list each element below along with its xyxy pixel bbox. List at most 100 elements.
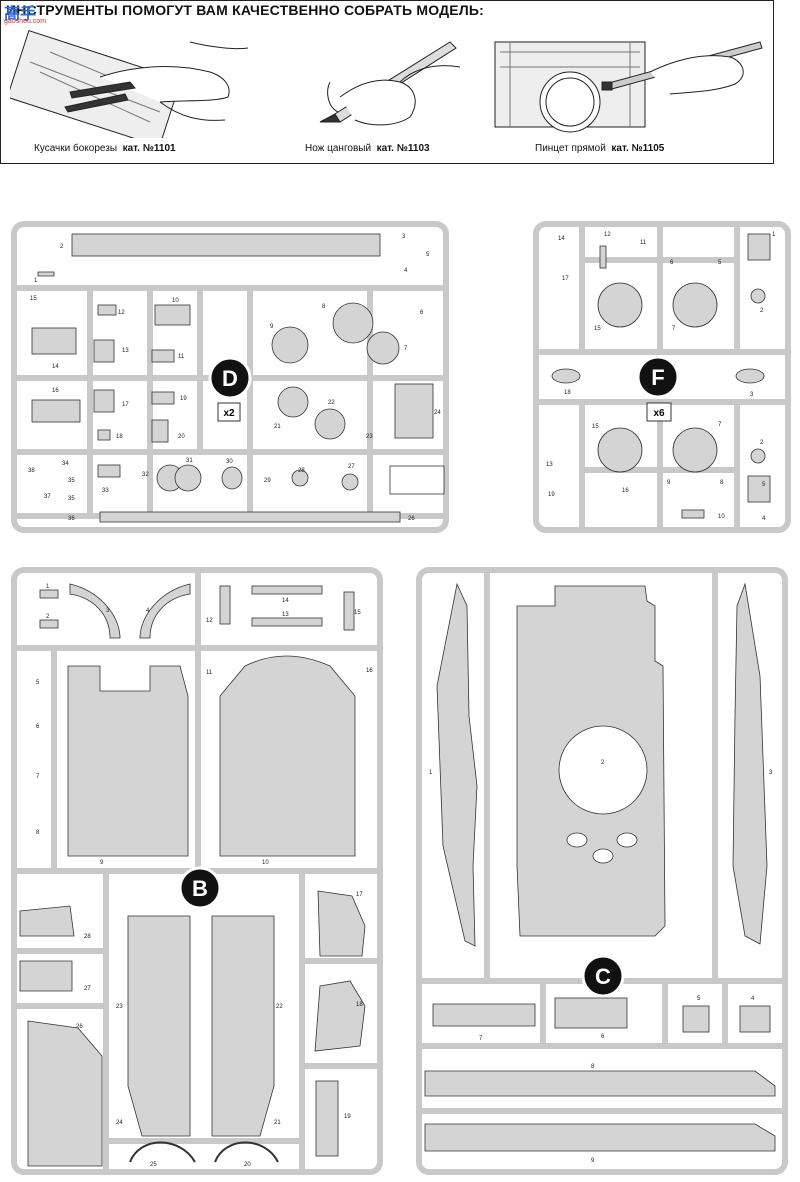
sprue-C: C 1 2 3 4 5 6 7 8 9 [415, 566, 790, 1176]
svg-text:12: 12 [118, 310, 125, 316]
svg-text:22: 22 [276, 1004, 283, 1010]
svg-text:14: 14 [558, 236, 565, 242]
hobby-knife-illustration [319, 41, 461, 126]
svg-text:7: 7 [404, 346, 408, 352]
svg-text:6: 6 [420, 310, 424, 316]
svg-text:24: 24 [116, 1120, 123, 1126]
svg-text:3: 3 [402, 234, 406, 240]
svg-text:18: 18 [356, 1002, 363, 1008]
svg-text:4: 4 [146, 608, 150, 614]
svg-text:6: 6 [36, 724, 40, 730]
side-cutters-illustration [10, 29, 249, 138]
svg-text:27: 27 [84, 986, 91, 992]
svg-text:5: 5 [697, 996, 701, 1002]
tool-caption-cutters: Кусачки бокорезы кат. №1101 [34, 143, 176, 154]
svg-text:18: 18 [116, 434, 123, 440]
svg-text:11: 11 [206, 670, 213, 676]
svg-text:26: 26 [408, 516, 415, 522]
svg-text:15: 15 [592, 424, 599, 430]
svg-text:1: 1 [46, 584, 50, 590]
svg-text:4: 4 [751, 996, 755, 1002]
sprue-C-letter: C [595, 964, 611, 989]
svg-text:10: 10 [718, 514, 725, 520]
svg-text:21: 21 [274, 424, 281, 430]
svg-text:19: 19 [548, 492, 555, 498]
svg-text:14: 14 [282, 598, 289, 604]
svg-text:12: 12 [206, 618, 213, 624]
svg-text:3: 3 [106, 608, 110, 614]
svg-text:5: 5 [36, 680, 40, 686]
svg-text:37: 37 [44, 494, 51, 500]
sprue-B-letter: B [192, 876, 208, 901]
svg-text:6: 6 [670, 260, 674, 266]
svg-text:17: 17 [122, 402, 129, 408]
tools-header-title: ИНСТРУМЕНТЫ ПОМОГУТ ВАМ КАЧЕСТВЕННО СОБР… [6, 2, 484, 18]
svg-text:2: 2 [601, 760, 605, 766]
svg-text:4: 4 [404, 268, 408, 274]
svg-text:16: 16 [622, 488, 629, 494]
svg-text:13: 13 [282, 612, 289, 618]
svg-text:12: 12 [604, 232, 611, 238]
svg-text:38: 38 [28, 468, 35, 474]
svg-text:25: 25 [150, 1162, 157, 1168]
svg-text:8: 8 [720, 480, 724, 486]
svg-text:9: 9 [270, 324, 274, 330]
svg-text:4: 4 [762, 516, 766, 522]
svg-text:2: 2 [46, 614, 50, 620]
svg-text:15: 15 [594, 326, 601, 332]
svg-text:16: 16 [366, 668, 373, 674]
svg-text:17: 17 [562, 276, 569, 282]
svg-text:11: 11 [640, 240, 647, 246]
svg-text:13: 13 [546, 462, 553, 468]
svg-text:23: 23 [116, 1004, 123, 1010]
svg-text:11: 11 [178, 354, 185, 360]
svg-text:34: 34 [62, 461, 69, 467]
sprue-D-multiplier: x2 [223, 408, 235, 419]
svg-text:10: 10 [262, 860, 269, 866]
svg-text:6: 6 [601, 1034, 605, 1040]
svg-text:36: 36 [68, 516, 75, 522]
svg-text:28: 28 [298, 468, 305, 474]
svg-text:19: 19 [180, 396, 187, 402]
svg-text:30: 30 [226, 459, 233, 465]
svg-text:1: 1 [772, 232, 776, 238]
svg-text:2: 2 [60, 244, 64, 250]
svg-text:22: 22 [328, 400, 335, 406]
svg-text:24: 24 [434, 410, 441, 416]
svg-text:9: 9 [100, 860, 104, 866]
svg-text:15: 15 [354, 610, 361, 616]
sprue-F-letter: F [651, 365, 664, 390]
svg-text:23: 23 [366, 434, 373, 440]
svg-text:18: 18 [564, 390, 571, 396]
svg-text:14: 14 [52, 364, 59, 370]
svg-text:13: 13 [122, 348, 129, 354]
svg-text:7: 7 [718, 422, 722, 428]
svg-text:7: 7 [36, 774, 40, 780]
svg-text:33: 33 [102, 488, 109, 494]
svg-text:10: 10 [172, 298, 179, 304]
tool-caption-tweezers: Пинцет прямой кат. №1105 [535, 143, 665, 154]
svg-text:2: 2 [760, 440, 764, 446]
svg-text:3: 3 [769, 770, 773, 776]
svg-text:32: 32 [142, 472, 149, 478]
svg-text:29: 29 [264, 478, 271, 484]
tool-caption-knife: Нож цанговый кат. №1103 [305, 143, 430, 154]
svg-text:19: 19 [344, 1114, 351, 1120]
svg-text:9: 9 [667, 480, 671, 486]
svg-text:35: 35 [68, 478, 75, 484]
svg-text:17: 17 [356, 892, 363, 898]
svg-text:16: 16 [52, 388, 59, 394]
svg-text:5: 5 [718, 260, 722, 266]
svg-text:31: 31 [186, 458, 193, 464]
svg-text:8: 8 [591, 1064, 595, 1070]
svg-text:1: 1 [34, 278, 38, 284]
svg-text:7: 7 [479, 1036, 483, 1042]
svg-text:9: 9 [591, 1158, 595, 1164]
svg-text:1: 1 [429, 770, 433, 776]
svg-text:20: 20 [178, 434, 185, 440]
svg-text:5: 5 [762, 482, 766, 488]
svg-text:35: 35 [68, 496, 75, 502]
sprue-D-letter: D [222, 366, 238, 391]
